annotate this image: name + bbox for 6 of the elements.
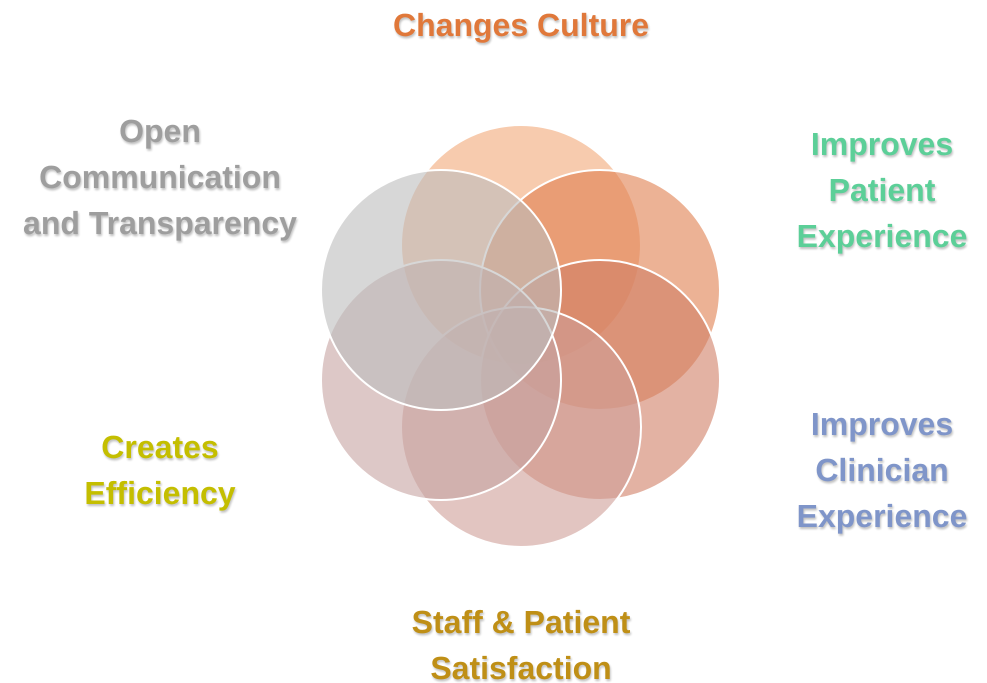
caption-text: Improves Patient Experience [796,125,968,256]
caption-text: Staff & Patient Satisfaction [410,603,632,683]
caption-text: Open Communication and Transparency [22,112,298,243]
caption-text: Improves Clinician Experience [796,405,968,536]
caption-text: Creates Efficiency [83,428,237,513]
caption-text: Changes Culture [392,6,650,45]
